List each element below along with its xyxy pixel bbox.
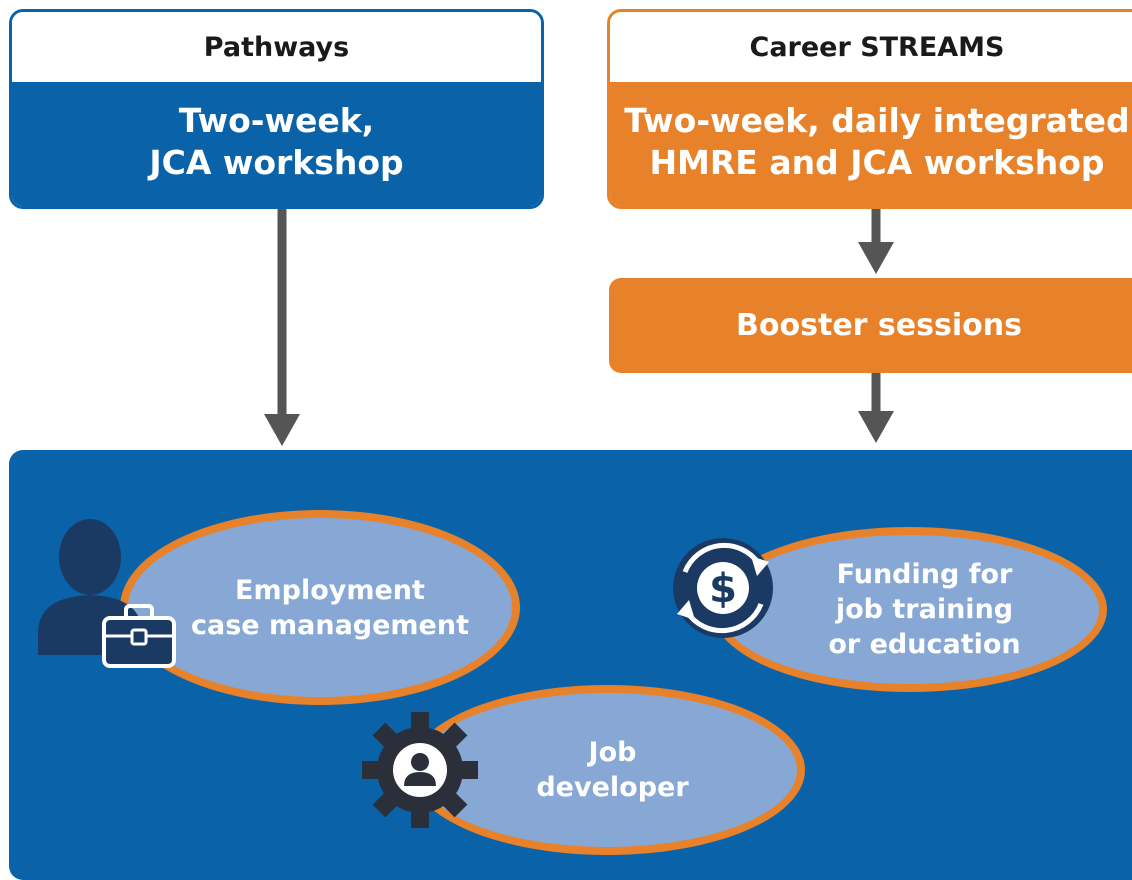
svg-text:$: $ (709, 566, 737, 612)
job-developer-line-1: Job (588, 737, 637, 768)
pathways-workshop: Two-week, JCA workshop (12, 82, 541, 206)
funding-oval: Funding for job training or education (712, 527, 1107, 692)
pathways-header: Pathways (12, 12, 541, 82)
job-developer-line-2: developer (536, 772, 689, 803)
dollar-cycle-icon: $ (673, 538, 773, 638)
streams-arrow-head-1 (858, 242, 894, 274)
funding-line-2: job training (835, 594, 1014, 625)
career-streams-workshop-line-1: Two-week, daily integrated (624, 101, 1130, 140)
career-streams-card: Career STREAMS Two-week, daily integrate… (607, 9, 1132, 209)
pathways-workshop-line-1: Two-week, (178, 101, 375, 140)
pathways-arrow-head (264, 414, 300, 446)
pathways-card: Pathways Two-week, JCA workshop (9, 9, 544, 209)
person-briefcase-icon (38, 519, 176, 668)
booster-sessions-box: Booster sessions (609, 278, 1132, 373)
career-streams-header: Career STREAMS (610, 12, 1132, 82)
gear-person-icon (362, 712, 478, 828)
case-management-line-1: Employment (235, 574, 425, 606)
employment-case-management-oval: Employment case management (120, 510, 520, 705)
funding-line-1: Funding for (836, 559, 1013, 590)
case-management-line-2: case management (190, 609, 469, 641)
streams-arrow-head-2 (858, 411, 894, 443)
pathways-workshop-line-2: JCA workshop (149, 143, 404, 182)
career-streams-workshop-line-2: HMRE and JCA workshop (649, 143, 1105, 182)
career-streams-workshop: Two-week, daily integrated HMRE and JCA … (610, 82, 1132, 206)
funding-line-3: or education (828, 629, 1021, 660)
